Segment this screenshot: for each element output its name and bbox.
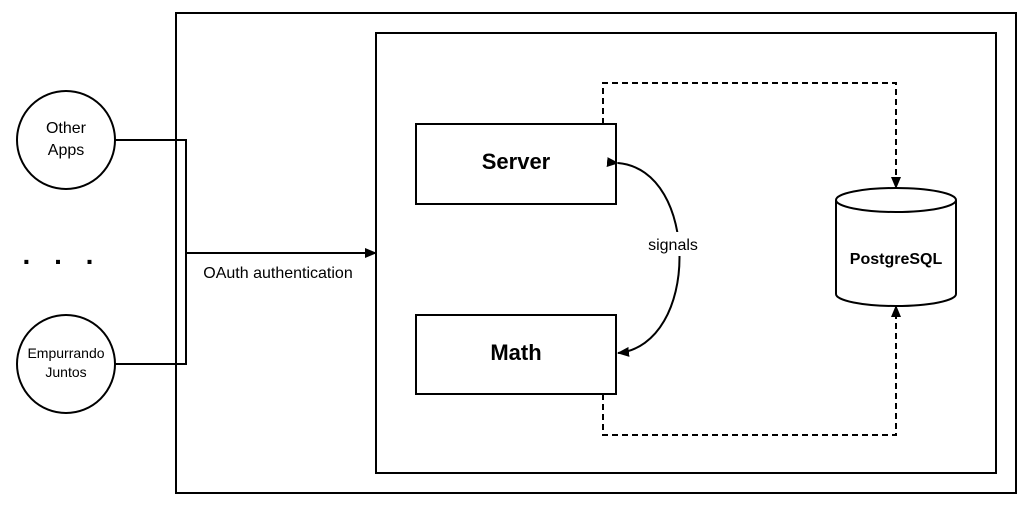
client-empurrando-juntos-line2: Juntos <box>45 364 86 380</box>
server-box <box>415 123 617 205</box>
client-other-apps-circle <box>16 90 116 190</box>
client-other-apps: Other Apps <box>16 90 116 190</box>
outer-boundary <box>175 12 1017 494</box>
other-apps-connector <box>115 139 187 253</box>
client-other-apps-line2: Apps <box>48 142 84 159</box>
signals-label-bg <box>640 232 706 256</box>
math-label: Math <box>490 340 541 365</box>
client-empurrando-juntos-line1: Empurrando <box>27 345 104 361</box>
postgresql-node: PostgreSQL <box>835 187 957 307</box>
signals-label: signals <box>648 237 698 254</box>
server-db-dashed-arrow <box>602 82 901 189</box>
math-node: Math <box>415 314 617 395</box>
postgresql-label: PostgreSQL <box>850 251 943 268</box>
client-empurrando-juntos: Empurrando Juntos <box>16 314 116 414</box>
oauth-label: OAuth authentication <box>203 265 352 282</box>
signals-arrow <box>606 157 681 357</box>
client-other-apps-line1: Other <box>46 120 87 137</box>
postgresql-cylinder-top <box>835 187 957 213</box>
server-node: Server <box>415 123 617 205</box>
server-label: Server <box>482 149 551 174</box>
math-db-dashed-arrow <box>602 305 901 436</box>
empurrando-juntos-connector <box>115 253 187 365</box>
postgresql-cylinder-body <box>835 200 957 307</box>
more-clients-ellipsis: . . . <box>23 239 102 270</box>
